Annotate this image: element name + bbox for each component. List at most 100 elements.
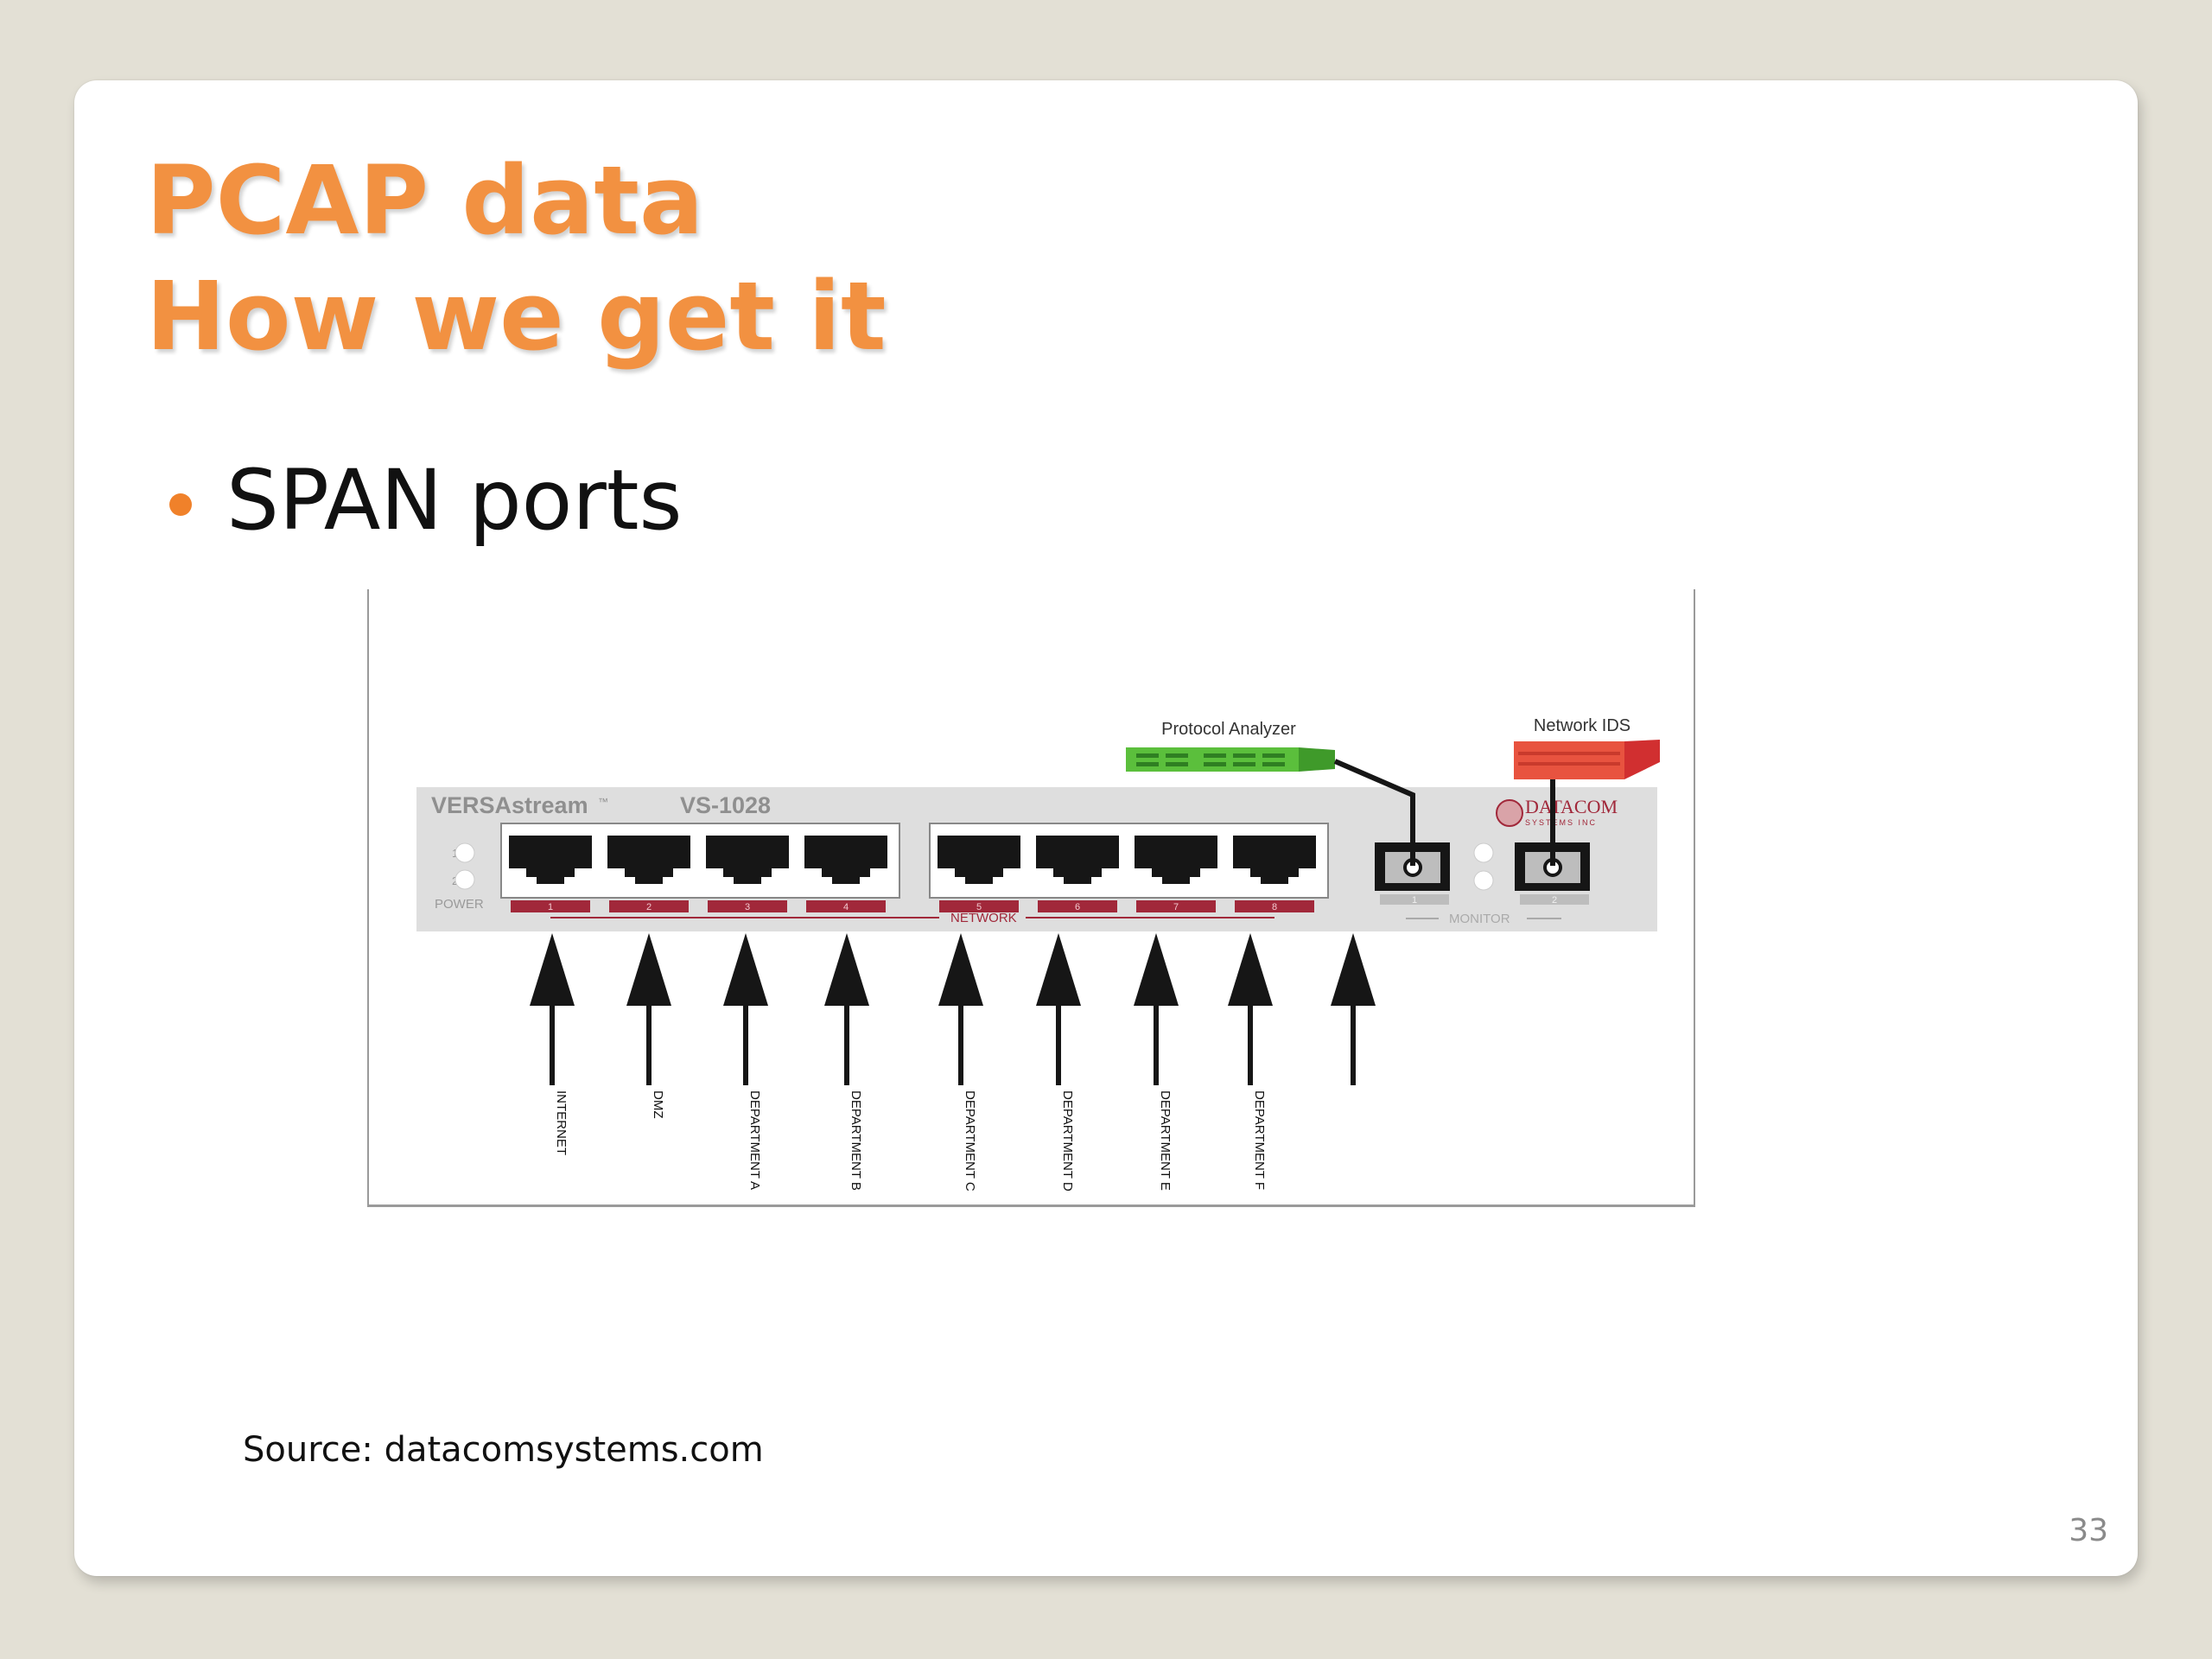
network-ids-label: Network IDS [1534,716,1630,735]
source-label-department-d: DEPARTMENT D [1060,1090,1075,1192]
network-port-8: 8 [1233,836,1316,912]
network-label: NETWORK [950,911,1017,925]
protocol-analyzer-device [1126,747,1335,772]
port-number: 4 [843,902,849,912]
input-arrow-2 [626,933,671,1085]
monitor-led-icon [1473,870,1494,891]
ids-stripe [1518,752,1620,755]
source-label-department-f: DEPARTMENT F [1252,1090,1267,1190]
monitor-led-icon [1473,842,1494,863]
analyzer-bay [1166,753,1188,758]
appliance-trademark: ™ [598,796,608,808]
monitor-port-number: 2 [1552,895,1557,906]
port-number: 2 [646,902,652,912]
datacom-logo-icon [1496,799,1523,827]
rj45-port-icon [1036,836,1119,884]
arrowhead-icon [1134,933,1179,1006]
input-arrow-3 [723,933,768,1085]
port-number: 6 [1075,902,1080,912]
title-line-1: PCAP data [146,145,704,256]
rj45-port-icon [509,836,592,884]
arrowhead-icon [530,933,575,1006]
arrowhead-icon [723,933,768,1006]
port-label-bar [1235,900,1314,912]
monitor-label-bar [1380,894,1449,905]
analyzer-bay [1262,762,1285,766]
monitor-port-number: 1 [1412,895,1417,906]
ids-body [1514,741,1624,779]
rj45-port-icon [938,836,1020,884]
slide-title: PCAP data How we get it [146,143,887,374]
port-number: 5 [976,902,982,912]
arrowhead-icon [626,933,671,1006]
port-label-bar [806,900,886,912]
rj45-port-icon [804,836,887,884]
source-label-department-a: DEPARTMENT A [747,1090,762,1190]
ids-stripe [1518,762,1620,766]
port-label-bar [708,900,787,912]
network-port-2: 2 [607,836,690,912]
port-number: 8 [1272,902,1277,912]
arrowhead-icon [1036,933,1081,1006]
source-label-department-b: DEPARTMENT B [849,1090,863,1191]
rj45-port-icon [607,836,690,884]
source-label-department-e: DEPARTMENT E [1158,1090,1173,1191]
port-label-bar [1136,900,1216,912]
source-label-department-c: DEPARTMENT C [963,1090,977,1192]
source-labels: INTERNET DMZ DEPARTMENT A DEPARTMENT B D… [554,1090,1267,1192]
network-port-6: 6 [1036,836,1119,912]
monitor-label: MONITOR [1449,912,1510,926]
input-arrow-8 [1331,933,1376,1085]
network-port-4: 4 [804,836,887,912]
appliance-model: VS-1028 [680,792,771,818]
slide: PCAP data How we get it SPAN ports VERSA… [74,80,2138,1576]
rj45-port-icon [1233,836,1316,884]
network-port-1: 1 [509,836,592,912]
analyzer-bay [1233,753,1255,758]
bullet-dot-icon [169,493,192,516]
analyzer-bay [1204,753,1226,758]
analyzer-cable [1333,759,1415,866]
monitor-label-bar [1520,894,1589,905]
ids-end [1624,740,1660,779]
page-number: 33 [2069,1513,2108,1548]
vendor-sub: SYSTEMS INC [1525,818,1597,827]
rj45-port-icon [706,836,789,884]
port-number: 1 [548,902,553,912]
arrowhead-icon [1331,933,1376,1006]
span-port-diagram: VERSAstream ™ VS-1028 1 2 POWER 1 [367,589,1695,1207]
network-port-3: 3 [706,836,789,912]
arrowhead-icon [1228,933,1273,1006]
title-line-2: How we get it [146,261,887,372]
port-number: 7 [1173,902,1179,912]
analyzer-bay [1233,762,1255,766]
network-port-7: 7 [1135,836,1217,912]
port-label-bar [511,900,590,912]
rj45-port-icon [1135,836,1217,884]
input-arrow-1 [530,933,575,1085]
port-label-bar [609,900,689,912]
analyzer-bay [1262,753,1285,758]
led-icon-1 [454,842,475,863]
analyzer-bay [1136,762,1159,766]
input-arrow-5 [1036,933,1081,1085]
power-label: POWER [435,897,484,912]
analyzer-body [1126,747,1299,772]
port-label-bar [939,900,1019,912]
input-arrow-4 [824,933,869,1085]
analyzer-bay [1136,753,1159,758]
port-number: 3 [745,902,750,912]
bullet-item: SPAN ports [169,452,682,549]
input-arrows [530,933,1376,1085]
input-arrow-6 [1134,933,1179,1085]
analyzer-end [1299,747,1335,772]
input-arrow-7 [1228,933,1273,1085]
arrowhead-icon [824,933,869,1006]
bullet-text: SPAN ports [226,452,683,549]
arrowhead-icon [938,933,983,1006]
appliance-brand: VERSAstream [431,792,588,818]
network-port-5: 5 [938,836,1020,912]
source-label-internet: INTERNET [554,1090,569,1155]
led-icon-2 [454,869,475,890]
analyzer-bay [1166,762,1188,766]
